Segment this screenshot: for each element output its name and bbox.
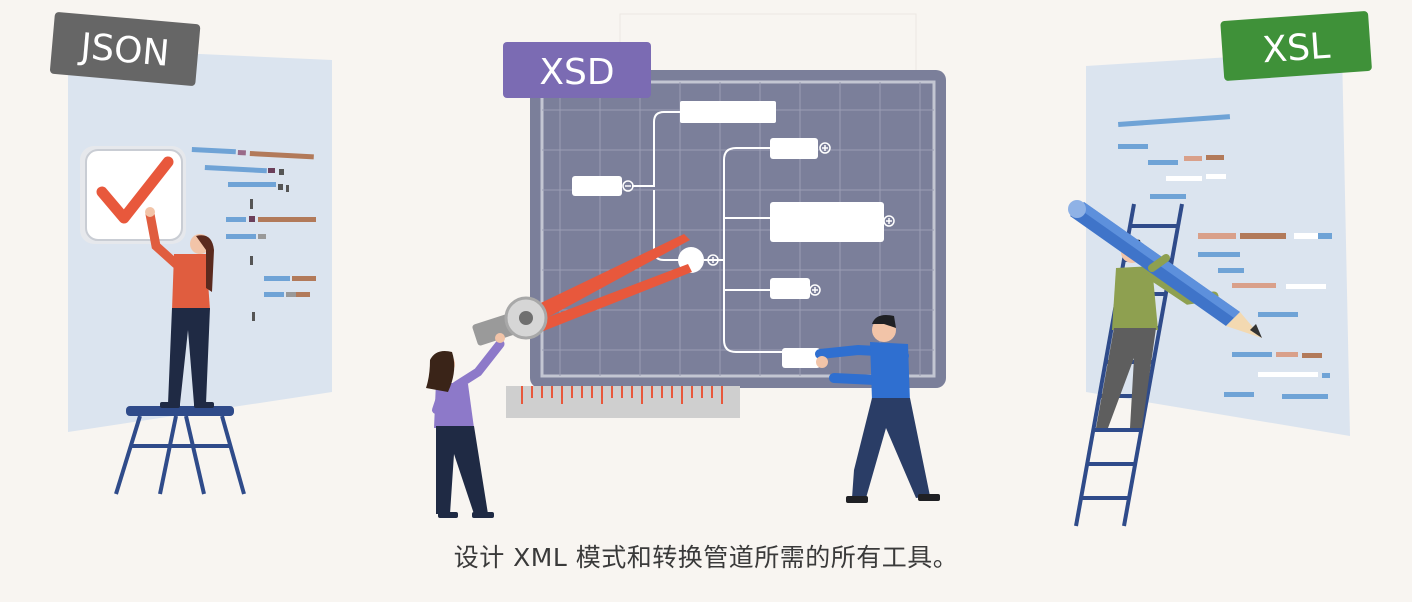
xsd-badge: XSD <box>503 42 651 98</box>
board-grid <box>542 82 934 376</box>
xsd-badge-label: XSD <box>539 52 614 93</box>
collapse-icon <box>622 180 634 192</box>
xsd-panel: XSD <box>426 13 946 518</box>
schema-nodes <box>572 101 884 368</box>
json-badge: JSON <box>49 12 201 86</box>
json-code-lines <box>191 146 316 321</box>
xsl-badge-label: XSL <box>1261 26 1331 72</box>
woman-checking-figure <box>145 207 214 408</box>
woman-with-compass-figure <box>426 333 505 518</box>
xsl-badge: XSL <box>1220 11 1372 81</box>
json-badge-label: JSON <box>77 26 171 75</box>
tagline-caption: 设计 XML 模式和转换管道所需的所有工具。 <box>453 543 959 572</box>
json-panel: JSON <box>49 12 332 495</box>
xsl-code-lines <box>1117 114 1332 399</box>
ruler <box>506 386 740 418</box>
checkmark-icon <box>96 156 174 224</box>
xsl-panel: XSL <box>1068 11 1372 527</box>
compass-icon <box>472 234 692 346</box>
step-stool <box>114 406 246 495</box>
checkbox-card <box>80 146 186 244</box>
man-with-pencil-figure <box>1096 239 1219 428</box>
man-with-card-figure <box>815 315 940 503</box>
expand-icons <box>622 142 895 296</box>
